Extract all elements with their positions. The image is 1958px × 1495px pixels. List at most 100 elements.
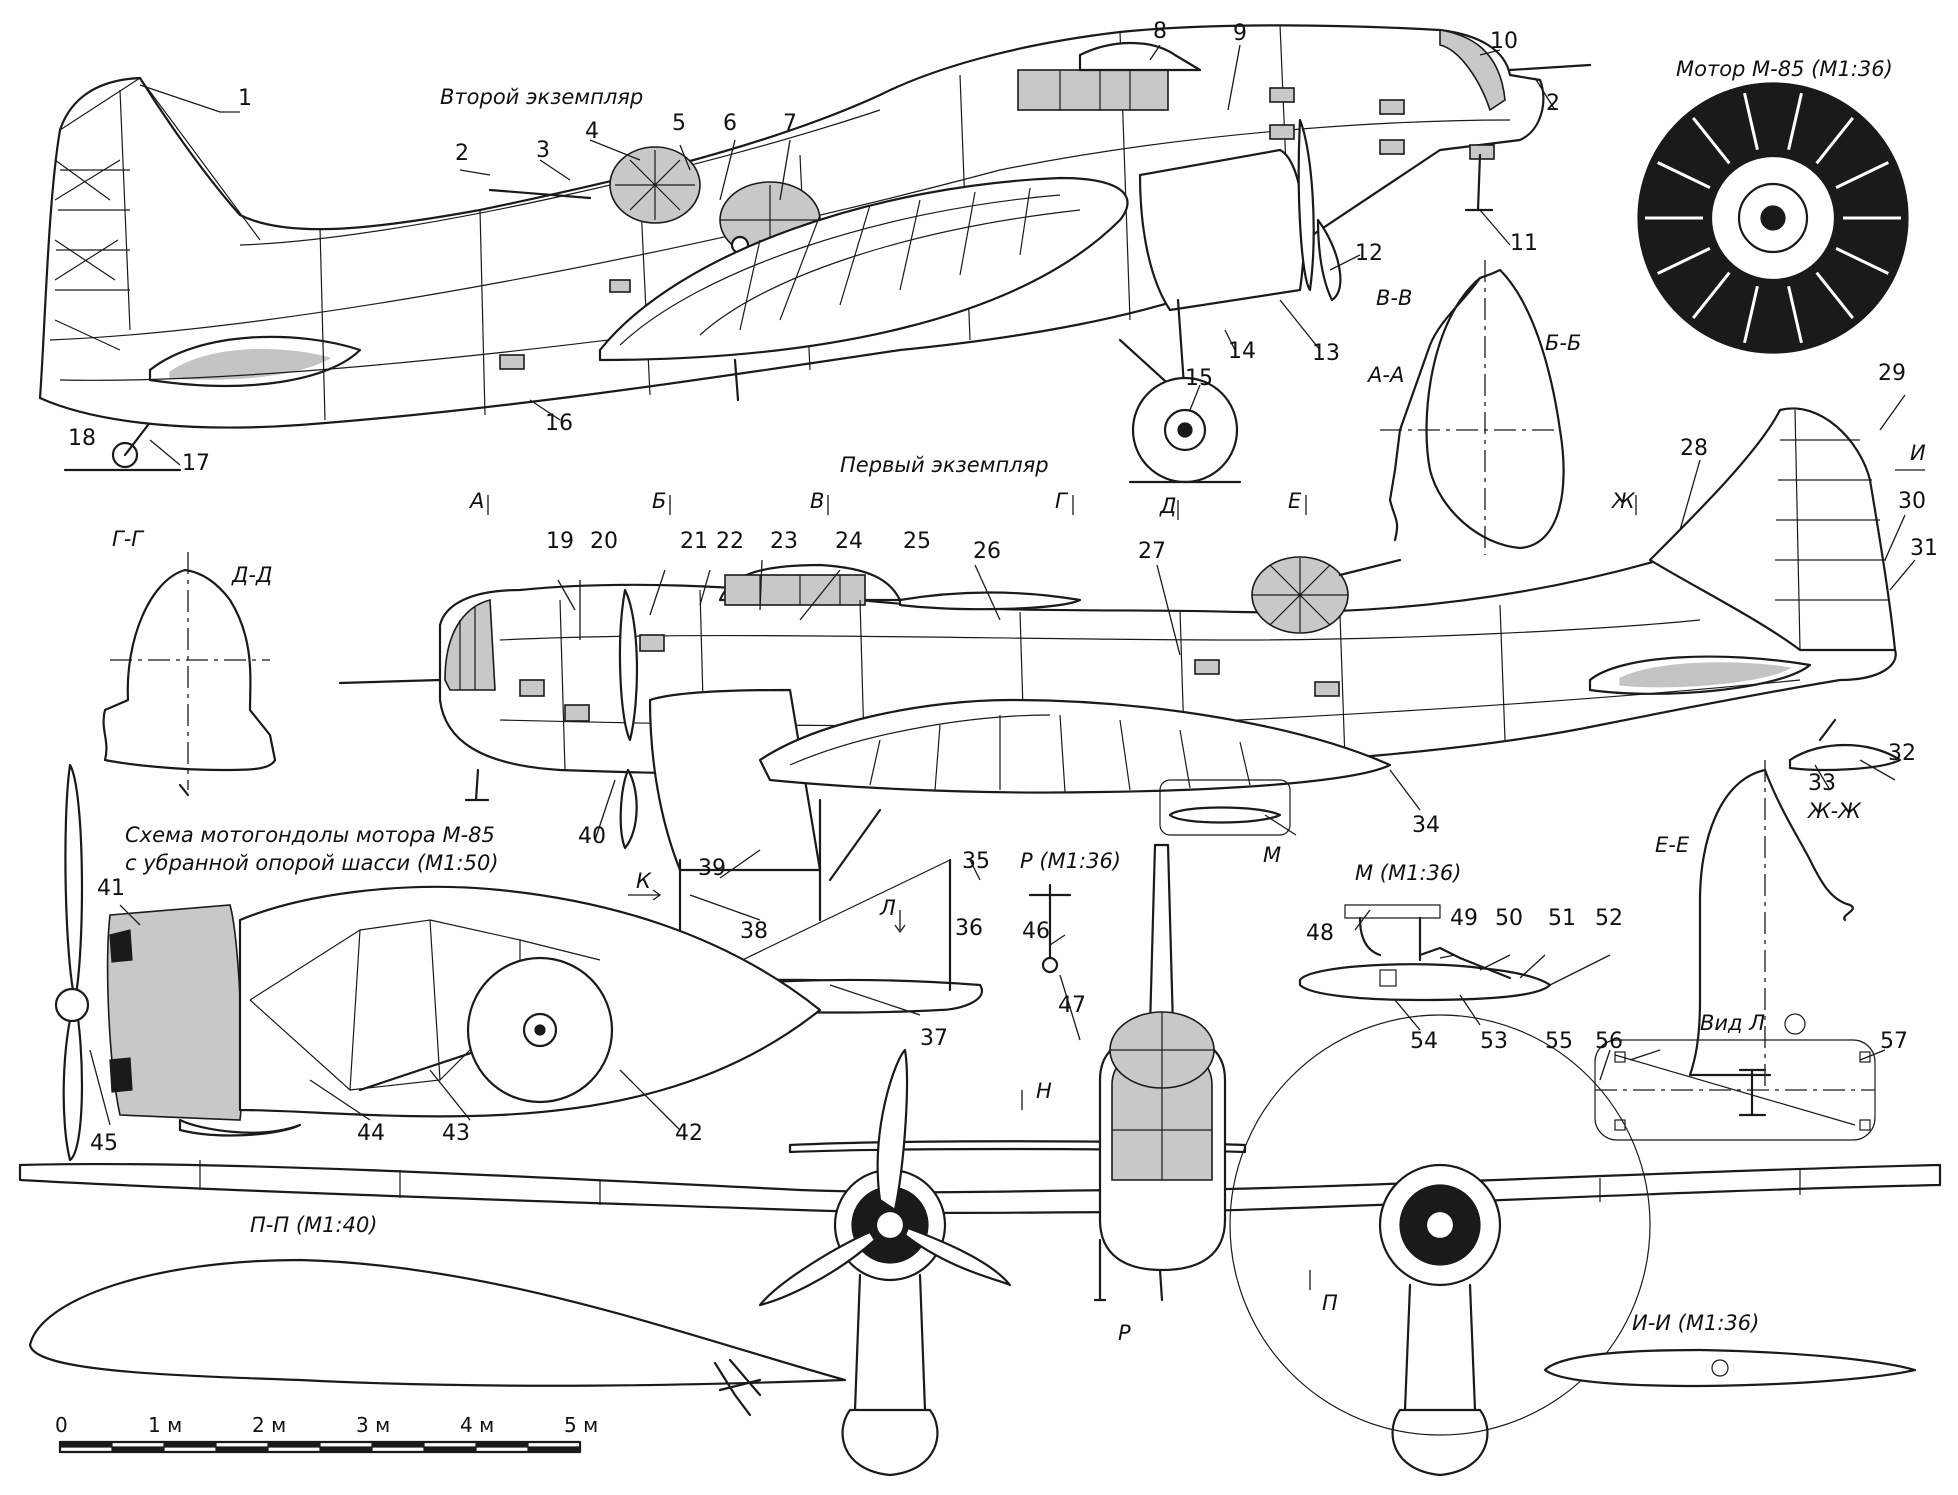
callout-24: 24 — [835, 529, 863, 554]
caption-nacelle-2: с убранной опорой шасси (М1:50) — [125, 851, 499, 875]
callout-1: 1 — [238, 86, 252, 111]
callout-47: 47 — [1058, 993, 1086, 1018]
cut-mark-n: Н — [1036, 1079, 1052, 1103]
motor-m85-front — [1637, 82, 1909, 354]
cut-mark-r: Р — [1118, 1321, 1131, 1345]
callout-12: 12 — [1355, 241, 1383, 266]
cut-mark-l: Л — [879, 896, 896, 920]
callout-54: 54 — [1410, 1029, 1438, 1054]
callout-48: 48 — [1306, 921, 1334, 946]
callout-57: 57 — [1880, 1029, 1908, 1054]
nacelle-scheme — [54, 763, 822, 1162]
callout-23: 23 — [770, 529, 798, 554]
cut-mark-i: И — [1910, 441, 1926, 465]
callout-8: 8 — [1153, 19, 1167, 44]
callout-37: 37 — [920, 1026, 948, 1051]
callout-31: 31 — [1910, 536, 1938, 561]
callout-29: 29 — [1878, 361, 1906, 386]
callout-32: 32 — [1888, 741, 1916, 766]
cut-mark-g: Г — [1055, 489, 1069, 513]
cylinder-rod — [1743, 285, 1759, 344]
callout-26: 26 — [973, 539, 1001, 564]
callout-10: 10 — [1490, 29, 1518, 54]
callout-30: 30 — [1898, 489, 1926, 514]
cut-mark-d: Д — [1159, 494, 1176, 518]
scale-label-3: 3 м — [356, 1413, 390, 1437]
callout-2: 2 — [455, 141, 469, 166]
callout-41: 41 — [97, 876, 125, 901]
caption-nacelle-1: Схема мотогондолы мотора М-85 — [125, 823, 495, 847]
detail-m — [1298, 904, 1552, 1002]
sections-gd — [102, 552, 277, 797]
section-vv: В-В — [1376, 286, 1412, 310]
callout-35: 35 — [962, 849, 990, 874]
caption-second-example: Второй экземпляр — [440, 85, 643, 109]
scale-label-4: 4 м — [460, 1413, 494, 1437]
callout-45: 45 — [90, 1131, 118, 1156]
callout-28: 28 — [1680, 436, 1708, 461]
cut-mark-v: В — [810, 489, 824, 513]
cylinder-rod — [1657, 161, 1711, 189]
callout-16: 16 — [545, 411, 573, 436]
cylinder-rod — [1787, 92, 1803, 151]
callout-53: 53 — [1480, 1029, 1508, 1054]
callout-27: 27 — [1138, 539, 1166, 564]
scale-label-2: 2 м — [252, 1413, 286, 1437]
cylinder-rod — [1835, 161, 1889, 189]
callout-20: 20 — [590, 529, 618, 554]
callout-22: 22 — [716, 529, 744, 554]
cut-mark-k: К — [636, 869, 652, 893]
callout-51: 51 — [1548, 906, 1576, 931]
callout-numbers: 1 2 3 4 5 6 7 8 9 10 2 11 12 13 14 15 16… — [68, 19, 1938, 1156]
callout-6: 6 — [723, 111, 737, 136]
sections-ez — [1688, 760, 1854, 1090]
section-zhzh: Ж-Ж — [1806, 799, 1862, 823]
section-ii: И-И (М1:36) — [1632, 1311, 1759, 1335]
section-m: М (М1:36) — [1355, 861, 1461, 885]
section-ee: Е-Е — [1655, 833, 1690, 857]
scale-label-1: 1 м — [148, 1413, 182, 1437]
callout-42: 42 — [675, 1121, 703, 1146]
callout-38: 38 — [740, 919, 768, 944]
callout-2b: 2 — [1546, 91, 1560, 116]
cut-mark-a: А — [468, 489, 484, 513]
section-pp: П-П (М1:40) — [250, 1213, 378, 1237]
front-view — [18, 843, 1942, 1477]
side-view-first-example — [338, 407, 1902, 1014]
cylinder-rod — [1815, 116, 1854, 165]
cut-marks: А Б В Г Д Е Ж И Н П Л К М Р — [468, 441, 1926, 1345]
cylinder-rod — [1787, 285, 1803, 344]
callout-44: 44 — [357, 1121, 385, 1146]
callout-17: 17 — [182, 451, 210, 476]
callout-33: 33 — [1808, 771, 1836, 796]
callout-14: 14 — [1228, 339, 1256, 364]
callout-15: 15 — [1185, 366, 1213, 391]
side-view-second-example — [38, 24, 1592, 484]
view-l — [1594, 1013, 1876, 1141]
cylinder-rod — [1657, 247, 1711, 275]
leader-lines — [89, 44, 1916, 1131]
callout-56: 56 — [1595, 1029, 1623, 1054]
section-vid-l: Вид Л — [1700, 1011, 1765, 1035]
scale-bar — [58, 1440, 582, 1454]
section-r: Р (М1:36) — [1020, 849, 1121, 873]
callout-11: 11 — [1510, 231, 1538, 256]
callout-19: 19 — [546, 529, 574, 554]
callout-3: 3 — [536, 138, 550, 163]
scale-label-5: 5 м — [564, 1413, 598, 1437]
callout-50: 50 — [1495, 906, 1523, 931]
caption-motor: Мотор М-85 (М1:36) — [1676, 57, 1893, 81]
section-dd: Д-Д — [231, 563, 272, 587]
callout-55: 55 — [1545, 1029, 1573, 1054]
cylinder-rod — [1692, 271, 1731, 320]
cut-mark-b: Б — [652, 489, 666, 513]
callout-49: 49 — [1450, 906, 1478, 931]
cylinder-rod — [1815, 271, 1854, 320]
detail-r — [1028, 883, 1072, 974]
callout-43: 43 — [442, 1121, 470, 1146]
callout-18: 18 — [68, 426, 96, 451]
callout-9: 9 — [1233, 21, 1247, 46]
callout-4: 4 — [585, 119, 599, 144]
airfoil-pp — [28, 1258, 847, 1417]
